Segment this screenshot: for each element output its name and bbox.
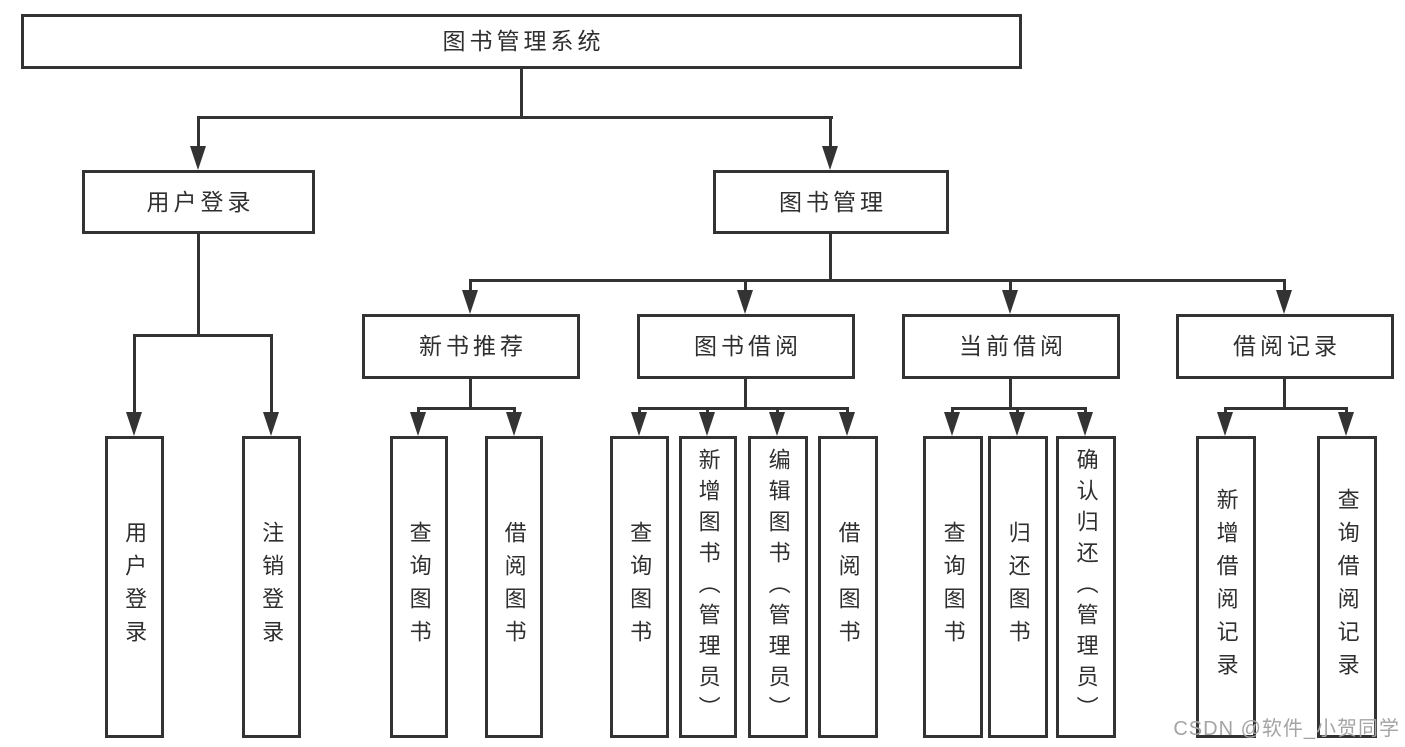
leaf-query-books-recommend: 查询图书 <box>390 436 448 738</box>
leaf-query-books-recommend-label: 查询图书 <box>406 521 432 653</box>
node-user-login-label: 用户登录 <box>146 188 255 215</box>
leaf-user-login: 用户登录 <box>105 436 164 738</box>
node-root: 图书管理系统 <box>21 14 1022 69</box>
connector-line <box>776 407 779 414</box>
connector-line <box>197 116 833 119</box>
connector-line <box>706 407 709 414</box>
leaf-confirm-return-admin: 确认归还（管理员） <box>1056 436 1116 738</box>
connector-line <box>197 116 200 148</box>
connector-line <box>829 116 832 148</box>
leaf-query-borrow-record: 查询借阅记录 <box>1317 436 1377 738</box>
node-new-book-recommend-label: 新书推荐 <box>419 333 527 359</box>
node-book-borrowing-label: 图书借阅 <box>694 333 802 359</box>
arrowhead-down-icon <box>822 146 838 170</box>
node-borrowing-records-label: 借阅记录 <box>1233 333 1341 359</box>
node-root-label: 图书管理系统 <box>442 28 605 54</box>
connector-line <box>197 233 200 335</box>
connector-line <box>1283 378 1286 410</box>
leaf-confirm-return-admin-label: 确认归还（管理员） <box>1073 447 1099 727</box>
leaf-query-books-borrow-label: 查询图书 <box>627 521 653 653</box>
node-new-book-recommend: 新书推荐 <box>362 314 580 379</box>
connector-line <box>133 334 136 414</box>
node-current-borrowing: 当前借阅 <box>902 314 1120 379</box>
node-user-login: 用户登录 <box>82 170 315 234</box>
connector-line <box>744 378 747 410</box>
connector-line <box>1016 407 1019 414</box>
node-book-management: 图书管理 <box>713 170 949 234</box>
connector-line <box>270 334 273 414</box>
leaf-query-books-current-label: 查询图书 <box>940 521 966 653</box>
leaf-edit-books-admin-label: 编辑图书（管理员） <box>765 447 791 727</box>
node-book-borrowing: 图书借阅 <box>637 314 855 379</box>
connector-line <box>846 407 849 414</box>
connector-line <box>1224 407 1227 414</box>
watermark-text: CSDN @软件_小贺同学 <box>1173 718 1400 740</box>
arrowhead-down-icon <box>737 290 753 314</box>
connector-line <box>638 407 849 410</box>
leaf-add-borrow-record-label: 新增借阅记录 <box>1213 488 1239 686</box>
node-current-borrowing-label: 当前借阅 <box>959 333 1067 359</box>
connector-line <box>417 407 420 414</box>
connector-line <box>744 279 747 292</box>
connector-line <box>513 407 516 414</box>
leaf-logout: 注销登录 <box>242 436 301 738</box>
leaf-query-books-borrow: 查询图书 <box>610 436 669 738</box>
leaf-query-books-current: 查询图书 <box>923 436 983 738</box>
leaf-logout-label: 注销登录 <box>259 521 285 653</box>
leaf-query-borrow-record-label: 查询借阅记录 <box>1334 488 1360 686</box>
arrowhead-down-icon <box>699 412 715 436</box>
connector-line <box>1345 407 1348 414</box>
connector-line <box>1283 279 1286 292</box>
arrowhead-down-icon <box>769 412 785 436</box>
arrowhead-down-icon <box>506 412 522 436</box>
arrowhead-down-icon <box>1338 412 1354 436</box>
connector-line <box>469 378 472 410</box>
node-book-management-label: 图书管理 <box>779 188 887 215</box>
arrowhead-down-icon <box>631 412 647 436</box>
arrowhead-down-icon <box>462 290 478 314</box>
leaf-edit-books-admin: 编辑图书（管理员） <box>748 436 808 738</box>
arrowhead-down-icon <box>1276 290 1292 314</box>
leaf-return-books-label: 归还图书 <box>1005 521 1031 653</box>
connector-line <box>829 233 832 280</box>
leaf-borrow-books-borrow-label: 借阅图书 <box>835 521 861 653</box>
connector-line <box>520 68 523 117</box>
connector-line <box>1009 279 1012 292</box>
connector-line <box>469 279 1285 282</box>
arrowhead-down-icon <box>944 412 960 436</box>
arrowhead-down-icon <box>190 146 206 170</box>
connector-line <box>1084 407 1087 414</box>
leaf-borrow-books-recommend-label: 借阅图书 <box>501 521 527 653</box>
leaf-borrow-books-borrow: 借阅图书 <box>818 436 878 738</box>
arrowhead-down-icon <box>126 412 142 436</box>
arrowhead-down-icon <box>1009 412 1025 436</box>
leaf-borrow-books-recommend: 借阅图书 <box>485 436 543 738</box>
connector-line <box>469 279 472 292</box>
arrowhead-down-icon <box>1002 290 1018 314</box>
arrowhead-down-icon <box>1077 412 1093 436</box>
connector-line <box>638 407 641 414</box>
leaf-add-books-admin-label: 新增图书（管理员） <box>695 447 721 727</box>
leaf-add-books-admin: 新增图书（管理员） <box>679 436 737 738</box>
arrowhead-down-icon <box>839 412 855 436</box>
leaf-add-borrow-record: 新增借阅记录 <box>1196 436 1256 738</box>
connector-line <box>1009 378 1012 410</box>
connector-line <box>417 407 516 410</box>
leaf-user-login-label: 用户登录 <box>122 521 148 653</box>
node-borrowing-records: 借阅记录 <box>1176 314 1394 379</box>
arrowhead-down-icon <box>263 412 279 436</box>
connector-line <box>1224 407 1348 410</box>
connector-line <box>133 334 273 337</box>
arrowhead-down-icon <box>1217 412 1233 436</box>
leaf-return-books: 归还图书 <box>988 436 1048 738</box>
connector-line <box>951 407 954 414</box>
arrowhead-down-icon <box>410 412 426 436</box>
